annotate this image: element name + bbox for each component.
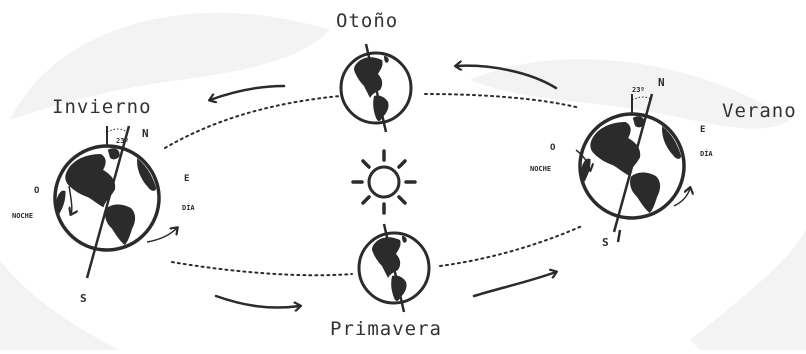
winter-label: Invierno xyxy=(52,96,152,118)
summer-night-label: NOCHE xyxy=(530,165,552,173)
arrow-icon xyxy=(472,272,556,298)
orbit-autumn-summer xyxy=(424,93,581,109)
orbit-winter-spring xyxy=(171,261,353,277)
summer-west-label: O xyxy=(550,143,556,153)
summer-south-label: S xyxy=(602,236,609,249)
arrow-icon xyxy=(214,294,300,308)
globe-icon xyxy=(339,43,413,133)
winter-south-label: S xyxy=(80,292,87,305)
spring-label: Primavera xyxy=(330,318,442,340)
winter-day-label: DÍA xyxy=(182,204,195,212)
summer-label: Verano xyxy=(722,100,797,122)
arrow-icon xyxy=(456,66,558,90)
season-arrows xyxy=(210,66,556,308)
globe-icon xyxy=(40,125,177,279)
globe-icon xyxy=(565,93,699,243)
winter-angle-label: 23º xyxy=(116,137,129,145)
orbit-winter-autumn xyxy=(164,95,341,149)
orbit-path xyxy=(164,93,583,277)
summer-day-label: DÍA xyxy=(700,150,713,158)
globe-icon xyxy=(357,223,431,313)
watermark xyxy=(0,12,806,350)
winter-west-label: O xyxy=(34,186,40,196)
winter-night-label: NOCHE xyxy=(12,212,34,220)
autumn-label: Otoño xyxy=(336,10,399,32)
arrow-icon xyxy=(210,84,286,100)
orbit-spring-summer xyxy=(439,225,583,267)
sun-icon xyxy=(351,149,417,215)
summer-angle-label: 23º xyxy=(632,86,645,94)
winter-east-label: E xyxy=(184,174,190,184)
summer-north-label: N xyxy=(658,76,665,89)
winter-north-label: N xyxy=(142,127,149,140)
summer-east-label: E xyxy=(700,125,706,135)
